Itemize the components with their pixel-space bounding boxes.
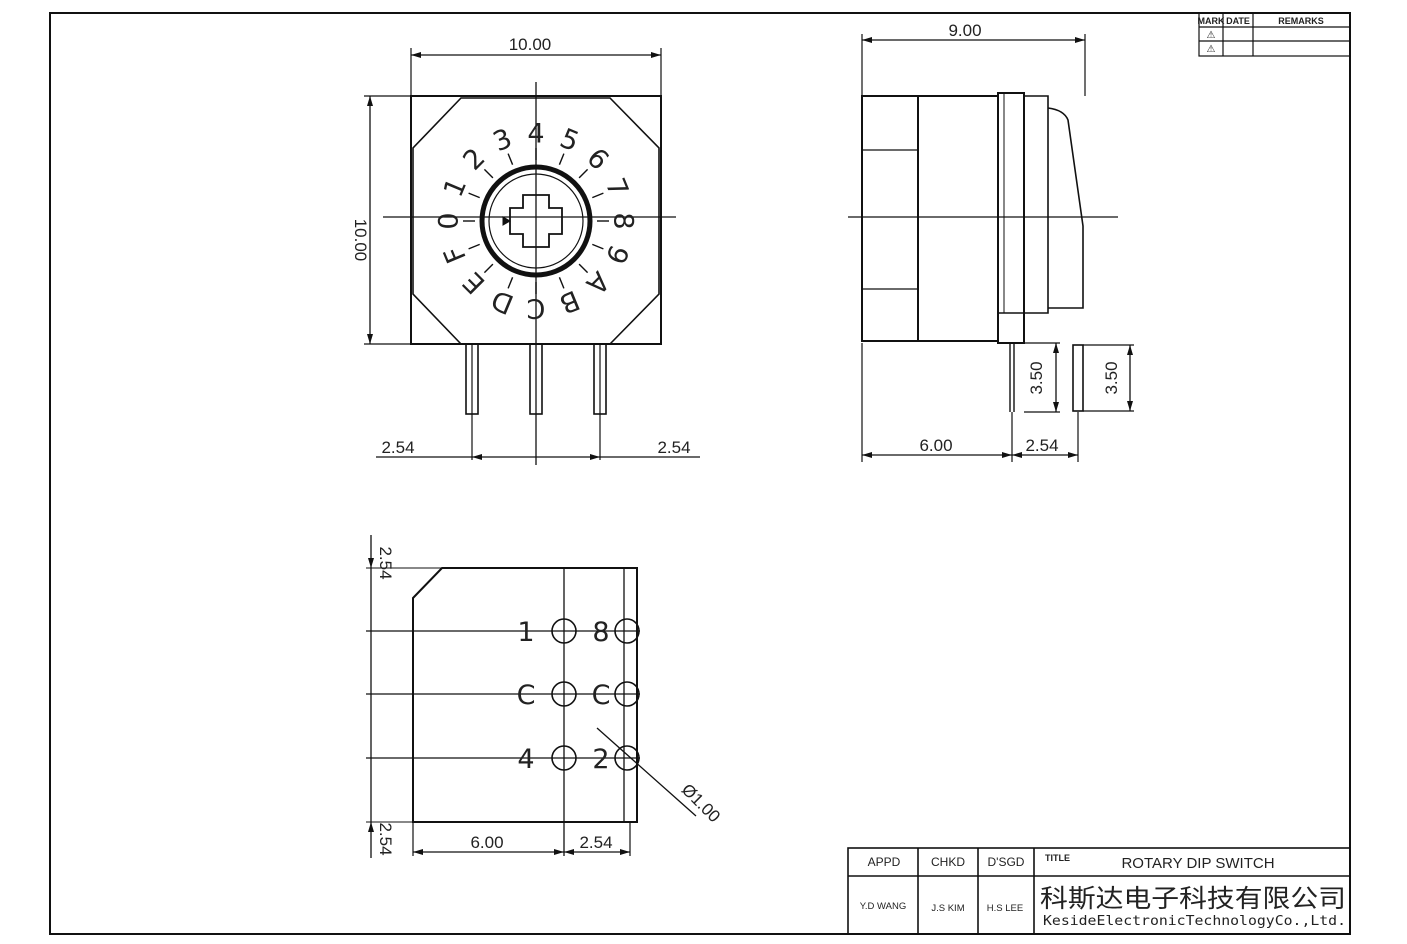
bottom-bottom-pitch: 2.54 [376, 822, 395, 855]
dial-digit-4: 4 [527, 119, 544, 150]
bottom-view [366, 535, 697, 858]
pin-label-c-right: C [592, 680, 611, 711]
pin-label-4: 4 [517, 744, 534, 775]
appd-name: Y.D WANG [860, 901, 906, 912]
dial-digit-5: 5 [555, 123, 583, 158]
side-dimension-arrows [862, 37, 1133, 458]
side-pin-length-2: 3.50 [1102, 361, 1121, 394]
revision-date-header: DATE [1226, 16, 1250, 26]
sheet-border [49, 12, 1351, 935]
chkd-name: J.S KIM [931, 903, 964, 914]
bottom-dimension-arrows [368, 558, 630, 855]
drawing-title: ROTARY DIP SWITCH [1121, 855, 1274, 872]
dial-digit-c: C [527, 293, 546, 324]
side-view [848, 34, 1134, 462]
bottom-body-dimension: 6.00 [470, 833, 503, 852]
hole-diameter-dimension: Ø1.00 [678, 780, 724, 826]
dial-digit-8: 8 [608, 212, 639, 229]
revision-mark-1: ⚠ [1207, 30, 1216, 41]
dial-digit-3: 3 [489, 123, 517, 158]
dial-digit-d: D [487, 283, 518, 320]
pin-label-8: 8 [592, 617, 609, 648]
front-pitch-right-dimension: 2.54 [657, 438, 690, 457]
company-name-english: KesideElectronicTechnologyCo.,Ltd. [1043, 914, 1346, 929]
title-label: TITLE [1045, 853, 1070, 863]
title-block [847, 847, 1351, 935]
dimension-arrows [367, 52, 661, 460]
dial-digit-f: F [438, 241, 473, 267]
company-name-chinese: 科斯达电子科技有限公司 [1040, 884, 1346, 913]
side-body-dimension: 6.00 [919, 436, 952, 455]
pin-label-2: 2 [592, 744, 609, 775]
revision-table [1198, 12, 1351, 57]
dsgd-name: H.S LEE [987, 903, 1023, 914]
revision-remarks-header: REMARKS [1278, 16, 1324, 26]
dial-digit-0: 0 [434, 212, 465, 229]
side-pin-length-1: 3.50 [1027, 361, 1046, 394]
dsgd-label: D'SGD [988, 855, 1025, 869]
chkd-label: CHKD [931, 855, 965, 869]
appd-label: APPD [868, 855, 901, 869]
bottom-pitch-dimension: 2.54 [579, 833, 612, 852]
front-width-dimension: 10.00 [509, 35, 552, 54]
front-height-dimension: 10.00 [351, 219, 370, 262]
pin-label-c-left: C [517, 680, 536, 711]
dial-digit-7: 7 [599, 174, 634, 202]
bottom-top-pitch: 2.54 [376, 546, 395, 579]
side-width-dimension: 9.00 [948, 21, 981, 40]
front-view [364, 48, 700, 465]
front-view-ticks [463, 148, 609, 294]
side-pitch-dimension: 2.54 [1025, 436, 1058, 455]
dial-digit-b: B [555, 284, 584, 320]
pin-label-1: 1 [517, 617, 534, 648]
front-pitch-left-dimension: 2.54 [381, 438, 414, 457]
dial-digit-1: 1 [438, 174, 473, 202]
revision-mark-2: ⚠ [1207, 44, 1216, 55]
revision-mark-header: MARK [1198, 16, 1225, 26]
dial-digit-9: 9 [599, 240, 634, 268]
